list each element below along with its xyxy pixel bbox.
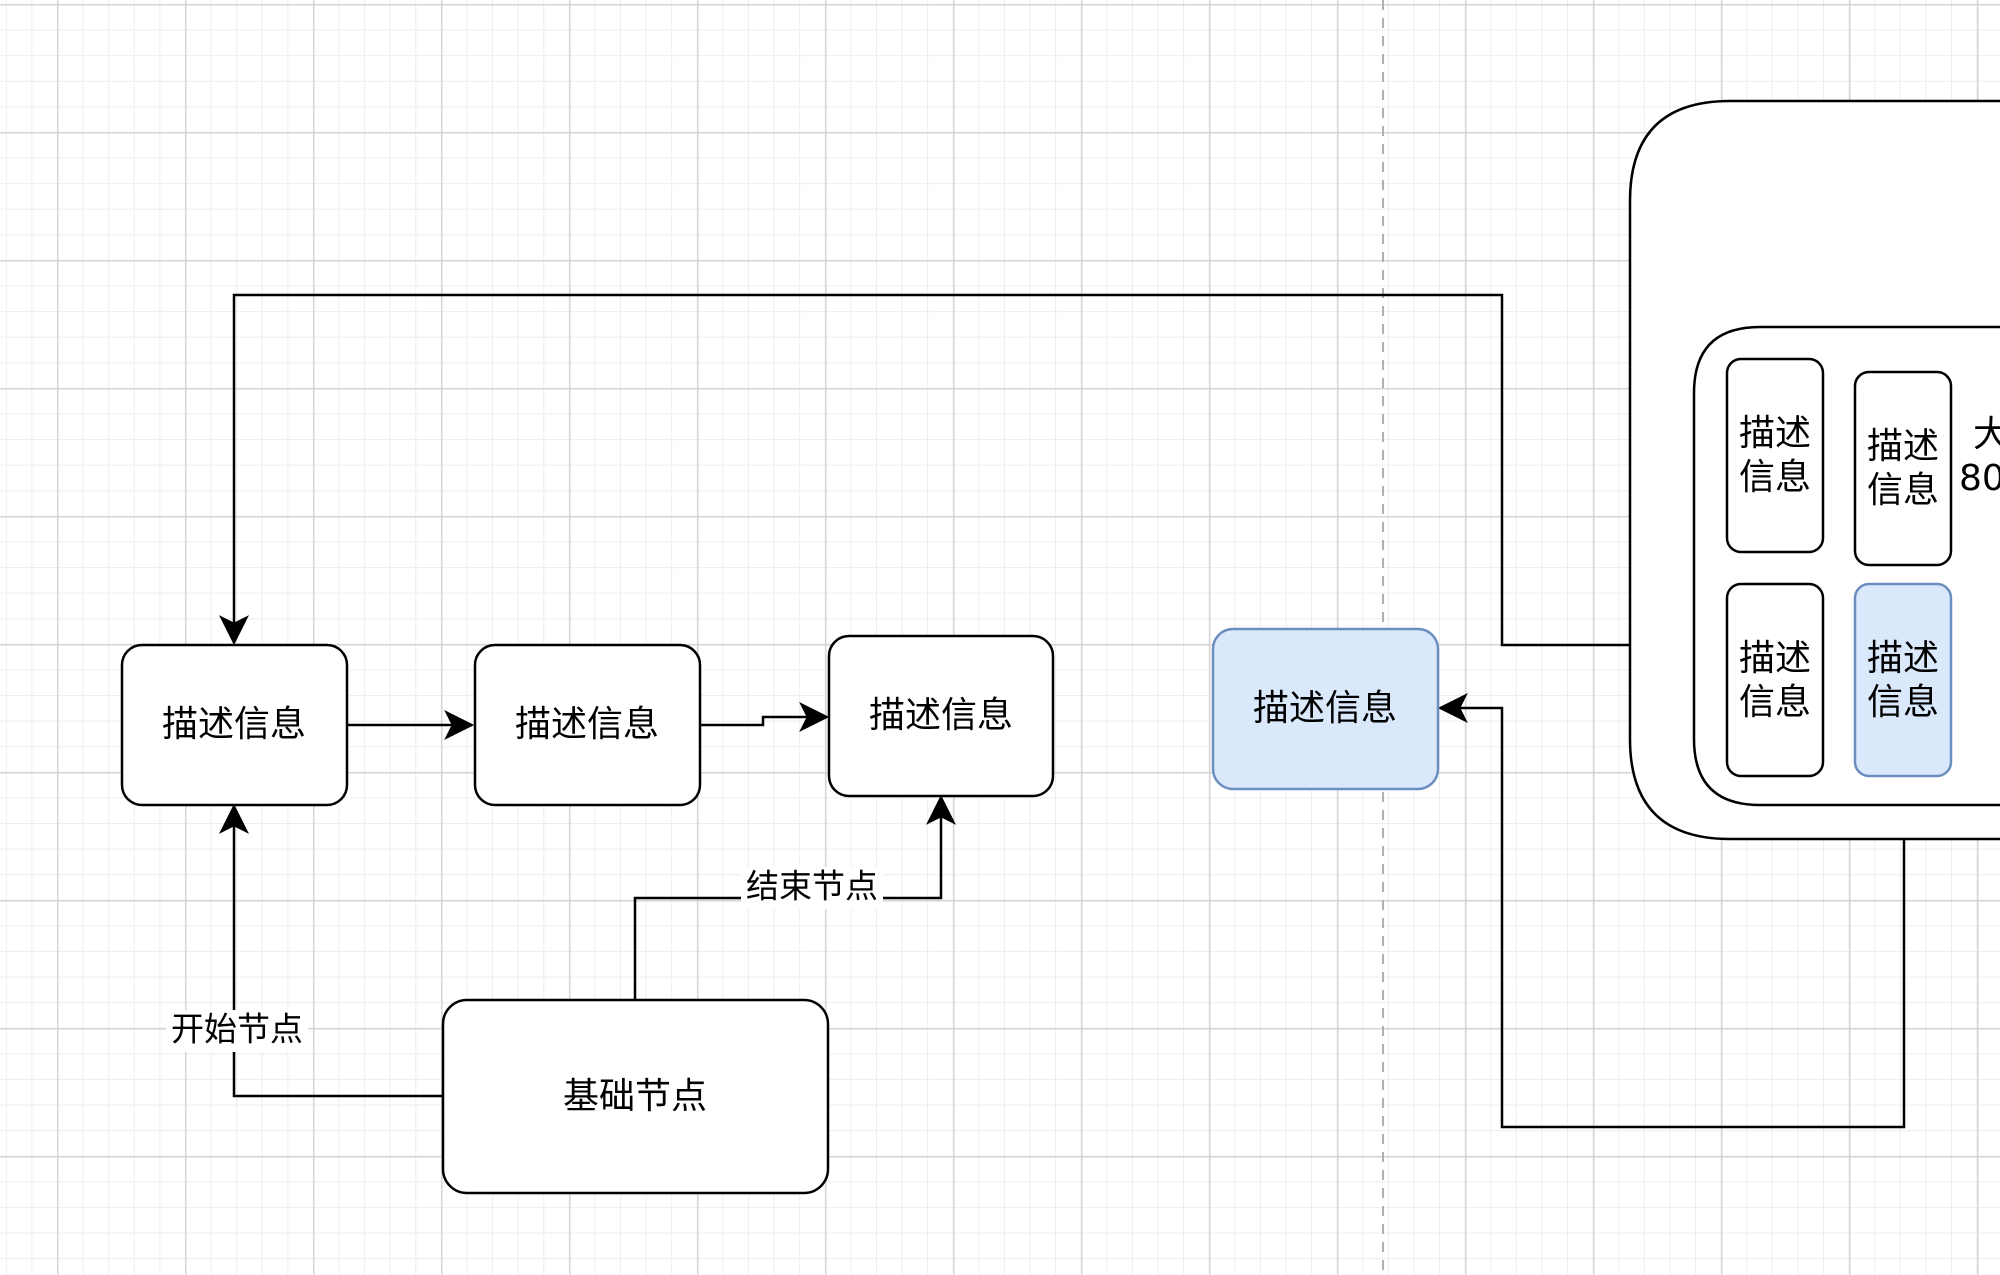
edge-start-label-group[interactable]: 开始节点 — [166, 1010, 308, 1053]
group-item-top-left-line1: 描述 — [1739, 413, 1811, 454]
edge-start-label: 开始节点 — [171, 1010, 303, 1049]
group-item-top-left-line2: 信息 — [1739, 457, 1811, 498]
node-desc-b-label: 描述信息 — [515, 704, 659, 745]
node-desc-selected-label: 描述信息 — [1253, 688, 1397, 729]
group-item-bottom-left-line2: 信息 — [1739, 682, 1811, 723]
group-item-bottom-right-line1: 描述 — [1867, 638, 1939, 679]
group-item-bottom-right-line2: 信息 — [1867, 682, 1939, 723]
node-base-label: 基础节点 — [563, 1076, 707, 1117]
group-item-top-right-line2: 信息 — [1867, 470, 1939, 511]
group-partial-label-line1: 大 — [1973, 414, 2000, 455]
node-desc-c-label: 描述信息 — [869, 695, 1013, 736]
group-item-top-right[interactable]: 描述 信息 — [1853, 370, 1953, 567]
node-desc-b[interactable]: 描述信息 — [473, 643, 702, 807]
group-partial-label-line2: 80 — [1959, 458, 2000, 499]
group-item-bottom-right-selected[interactable]: 描述 信息 — [1853, 582, 1953, 778]
edge-end-label: 结束节点 — [746, 867, 878, 906]
node-desc-a-label: 描述信息 — [162, 704, 306, 745]
node-desc-selected[interactable]: 描述信息 — [1211, 627, 1440, 791]
node-base[interactable]: 基础节点 — [441, 998, 830, 1195]
edge-start[interactable] — [219, 803, 443, 1098]
edge-end-label-group[interactable]: 结束节点 — [741, 867, 883, 910]
group-item-top-right-line1: 描述 — [1867, 426, 1939, 467]
node-desc-c[interactable]: 描述信息 — [827, 634, 1055, 798]
group-item-bottom-left[interactable]: 描述 信息 — [1725, 582, 1825, 778]
group-item-top-left[interactable]: 描述 信息 — [1725, 357, 1825, 554]
edge-group-to-selected[interactable] — [1437, 693, 1906, 1129]
edge-desc-b-to-desc-c[interactable] — [700, 702, 830, 732]
node-desc-a[interactable]: 描述信息 — [120, 643, 349, 807]
group-item-bottom-left-line1: 描述 — [1739, 638, 1811, 679]
edge-group-loop-to-desc-a[interactable] — [219, 293, 1727, 647]
